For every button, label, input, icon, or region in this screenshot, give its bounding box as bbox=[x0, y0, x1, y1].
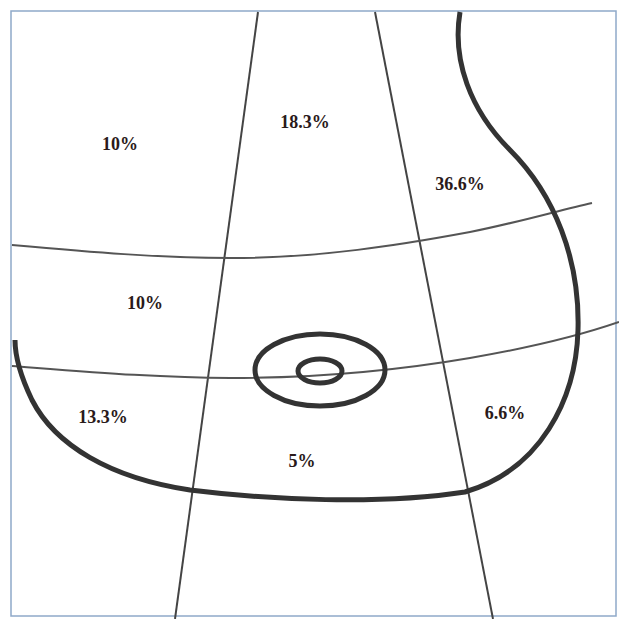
percentage-label: 10% bbox=[100, 135, 140, 155]
percentage-label: 18.3% bbox=[278, 113, 332, 133]
breast-outline bbox=[15, 12, 578, 500]
frame bbox=[11, 11, 616, 616]
percentage-label: 6.6% bbox=[483, 404, 528, 424]
percentage-label: 13.3% bbox=[76, 408, 130, 428]
areola bbox=[255, 334, 385, 406]
nipple bbox=[298, 359, 342, 383]
percentage-label: 5% bbox=[287, 452, 318, 472]
percentage-label: 10% bbox=[125, 294, 165, 314]
percentage-label: 36.6% bbox=[433, 175, 487, 195]
division-line bbox=[12, 203, 592, 258]
division-line bbox=[12, 322, 619, 378]
division-line bbox=[175, 12, 258, 619]
